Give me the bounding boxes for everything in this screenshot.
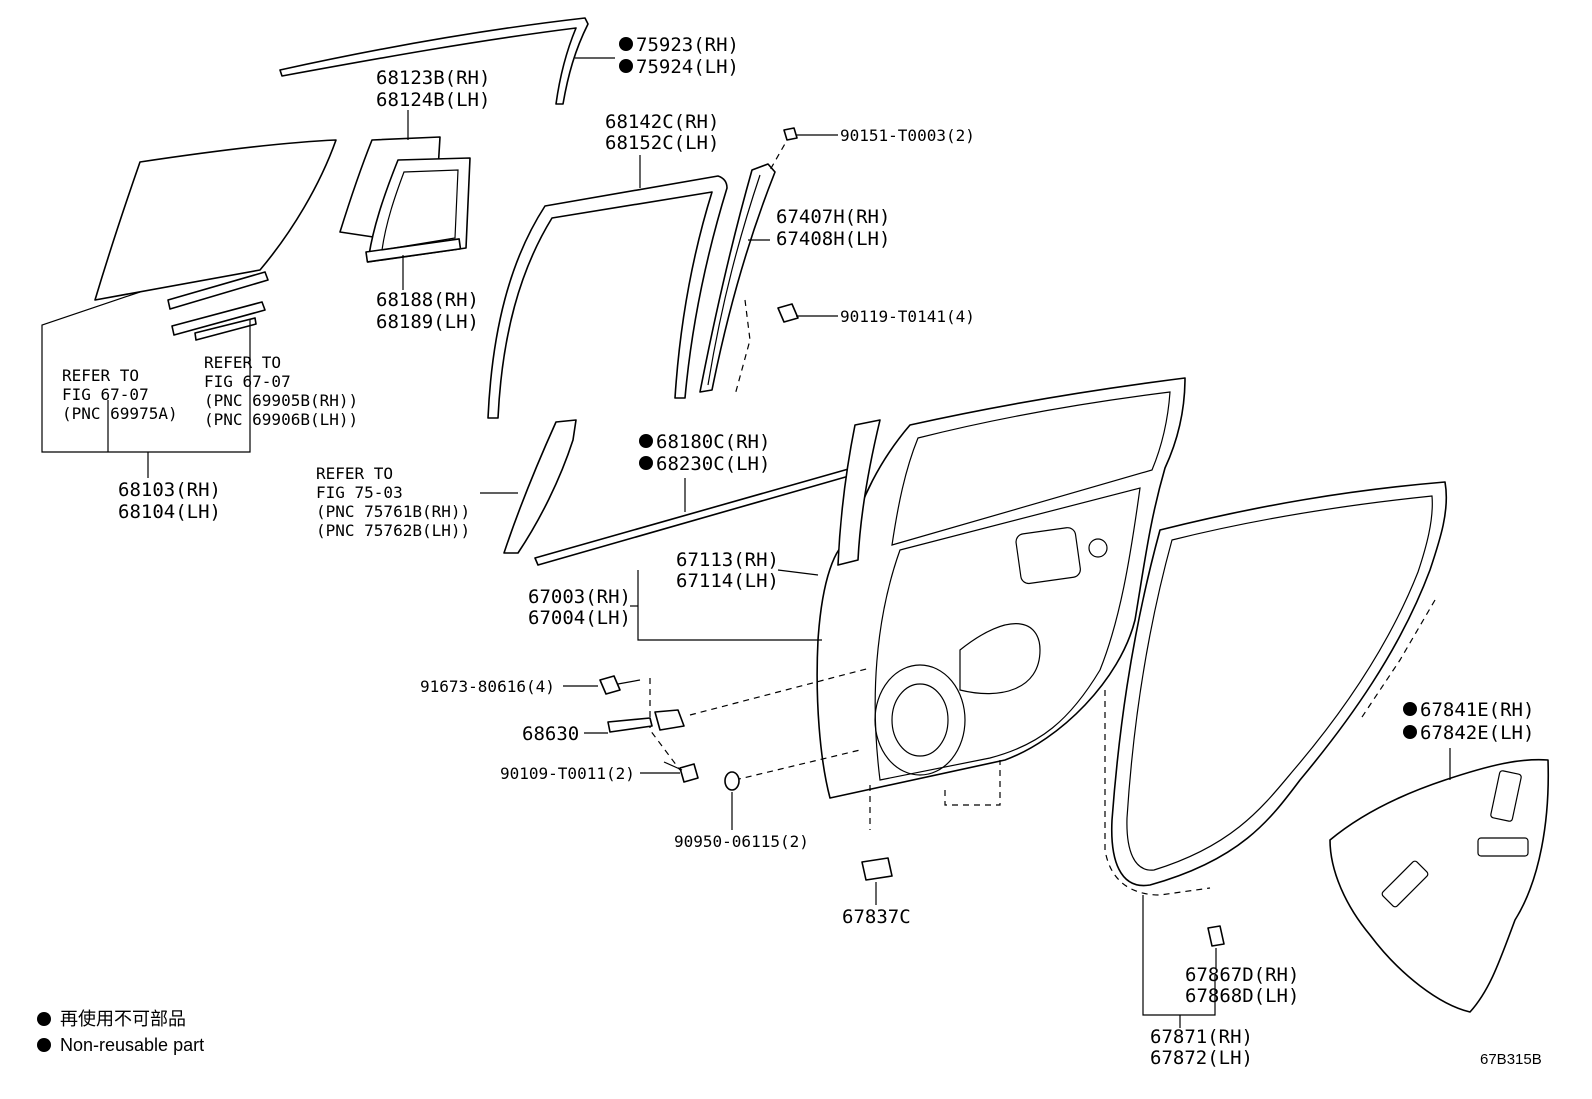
label-67871: 67871(RH) (1150, 1026, 1253, 1048)
marker-75924 (619, 59, 633, 73)
label-90950: 90950-06115(2) (674, 832, 809, 851)
label-68180: 68180C(RH) (656, 431, 770, 453)
label-67407: 67407H(RH) (776, 206, 890, 228)
label-67841: 67841E(RH) (1420, 699, 1534, 721)
part-68188-glass-frame (365, 157, 471, 263)
label-91673: 91673-80616(4) (420, 677, 555, 696)
legend-jp-text: 再使用不可部品 (60, 1009, 186, 1029)
label-68230: 68230C(LH) (656, 453, 770, 475)
label-68123: 68123B(RH) (376, 67, 490, 89)
label-90109: 90109-T0011(2) (500, 764, 635, 783)
label-67868: 67868D(LH) (1185, 985, 1299, 1007)
ref3-line4: (PNC 75762B(LH)) (316, 521, 470, 540)
label-68124: 68124B(LH) (376, 89, 490, 111)
legend-marker-jp (37, 1012, 51, 1026)
marker-68230 (639, 456, 653, 470)
non-reusable-markers (37, 37, 1417, 1052)
label-68103: 68103(RH) (118, 479, 221, 501)
label-67837: 67837C (842, 906, 911, 928)
part-68142-window-frame-moulding (487, 175, 728, 419)
label-67872: 67872(LH) (1150, 1047, 1253, 1069)
ref3-line3: (PNC 75761B(RH)) (316, 502, 470, 521)
label-75923: 75923(RH) (636, 34, 739, 56)
label-75924: 75924(LH) (636, 56, 739, 78)
label-68188: 68188(RH) (376, 289, 479, 311)
ref1-line1: REFER TO (62, 366, 139, 385)
label-67003: 67003(RH) (528, 586, 631, 608)
ref2-line4: (PNC 69906B(LH)) (204, 410, 358, 429)
diagram-code: 67B315B (1480, 1051, 1542, 1068)
label-68152: 68152C(LH) (605, 132, 719, 154)
label-67113: 67113(RH) (676, 549, 779, 571)
ref1-line3: (PNC 69975A) (62, 404, 178, 423)
label-68104: 68104(LH) (118, 501, 221, 523)
legend-en-text: Non-reusable part (60, 1035, 204, 1055)
ref3-line1: REFER TO (316, 464, 393, 483)
label-68189: 68189(LH) (376, 311, 479, 333)
part-67003-door-panel (816, 377, 1186, 799)
ref1-line2: FIG 67-07 (62, 385, 149, 404)
marker-67842 (1403, 725, 1417, 739)
part-75923-moulding (279, 17, 589, 105)
part-67871-weatherstrip (1110, 481, 1448, 887)
label-67867: 67867D(RH) (1185, 964, 1299, 986)
ref3-line2: FIG 75-03 (316, 483, 403, 502)
label-67004: 67004(LH) (528, 607, 631, 629)
marker-67841 (1403, 702, 1417, 716)
label-68142: 68142C(RH) (605, 111, 719, 133)
part-68103-door-glass (94, 139, 337, 301)
part-67113-inner-panel (837, 419, 881, 566)
part-67841-hole-cover (1329, 758, 1550, 1013)
part-glass-channel-strips (167, 271, 269, 341)
part-67867-clip (1207, 925, 1225, 947)
part-labels: 75923(RH) 75924(LH) 68123B(RH) 68124B(LH… (62, 34, 1534, 1069)
marker-75923 (619, 37, 633, 51)
leader-lines (41, 57, 1451, 1028)
legend-marker-en (37, 1038, 51, 1052)
part-90950-hole-plug (724, 771, 740, 791)
part-67407-pillar-garnish (699, 163, 776, 393)
legend: 再使用不可部品 Non-reusable part (60, 1009, 204, 1055)
label-68630: 68630 (522, 723, 579, 745)
part-68630-door-check (607, 709, 685, 733)
guide-dashed-lines (649, 134, 1436, 896)
label-67408: 67408H(LH) (776, 228, 890, 250)
part-75761-quarter-window (503, 419, 577, 554)
ref2-line1: REFER TO (204, 353, 281, 372)
ref2-line3: (PNC 69905B(RH)) (204, 391, 358, 410)
part-bolts (599, 127, 799, 783)
label-90119: 90119-T0141(4) (840, 307, 975, 326)
marker-68180 (639, 434, 653, 448)
label-67842: 67842E(LH) (1420, 722, 1534, 744)
part-67837-clip (861, 857, 893, 881)
ref2-line2: FIG 67-07 (204, 372, 291, 391)
label-90151: 90151-T0003(2) (840, 126, 975, 145)
label-67114: 67114(LH) (676, 570, 779, 592)
